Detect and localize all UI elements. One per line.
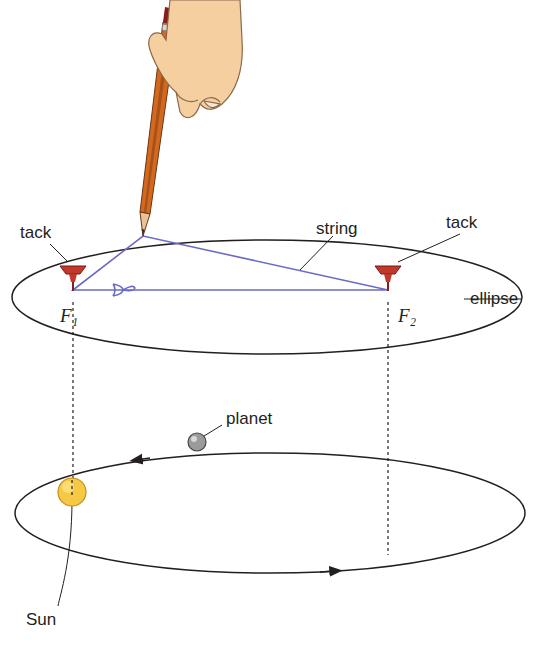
- hand: [149, 0, 243, 118]
- orbit-arrow: [136, 458, 150, 460]
- orbit-arrow: [320, 571, 336, 572]
- focus-label: F₁: [60, 306, 78, 327]
- projection-line: [73, 302, 388, 555]
- part-label: ellipse: [470, 290, 518, 309]
- part-label: Sun: [26, 611, 56, 630]
- leader-line: [50, 244, 68, 262]
- part-label: planet: [226, 410, 272, 429]
- part-label: tack: [20, 224, 51, 243]
- drawn-ellipse: [12, 240, 522, 354]
- focus-label: F₂: [398, 306, 416, 327]
- leader-line: [204, 425, 222, 436]
- orbit-ellipse: [15, 453, 525, 573]
- sun-symbol: [58, 478, 86, 506]
- tack-pin: [375, 266, 401, 291]
- planet-symbol: [188, 433, 206, 451]
- leader-line: [58, 500, 72, 606]
- part-label: string: [316, 220, 358, 239]
- tack-pin: [60, 266, 86, 291]
- string-loop: [73, 236, 388, 296]
- part-label: tack: [446, 214, 477, 233]
- leader-line: [300, 236, 333, 270]
- leader-line: [398, 234, 460, 262]
